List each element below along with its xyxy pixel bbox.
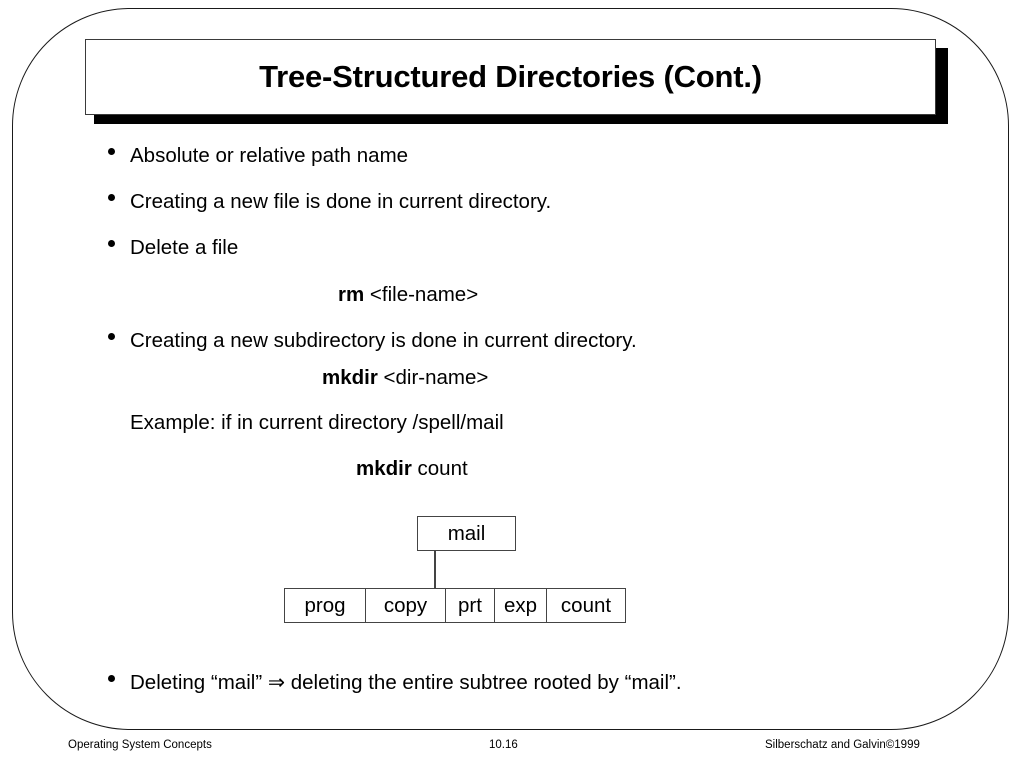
tree-node-prt: prt — [446, 589, 495, 622]
bullet-marker — [108, 240, 115, 247]
bullet-marker — [108, 675, 115, 682]
slide-rounded-frame — [12, 8, 1009, 730]
command-line-rm: rm <file-name> — [338, 283, 479, 306]
bullet-text-absolute-path: Absolute or relative path name — [130, 144, 409, 167]
tree-connector-line — [434, 550, 436, 589]
footer-slide-number: 10.16 — [489, 739, 518, 751]
footer-copyright: Silberschatz and Galvin©1999 — [765, 739, 920, 751]
command-name-rm: rm — [338, 283, 365, 306]
tree-node-label: prt — [458, 593, 482, 617]
command-arg-count: count — [417, 457, 468, 480]
command-line-mkdir: mkdir <dir-name> — [322, 366, 489, 389]
tree-node-mail: mail — [417, 516, 516, 551]
footer-book-title: Operating System Concepts — [68, 739, 212, 751]
tree-node-exp: exp — [495, 589, 547, 622]
bullet-marker — [108, 333, 115, 340]
example-line: Example: if in current directory /spell/… — [130, 411, 504, 434]
bullet-text-delete-file: Delete a file — [130, 236, 239, 259]
command-arg-file-name: <file-name> — [369, 283, 479, 306]
bullet-text-deleting-mail: Deleting “mail” ⇒ deleting the entire su… — [130, 671, 682, 694]
bullet-marker — [108, 194, 115, 201]
tree-node-label: exp — [503, 593, 538, 617]
command-name-mkdir: mkdir — [322, 366, 378, 389]
bullet-marker — [108, 148, 115, 155]
bullet-text-creating-file: Creating a new file is done in current d… — [130, 190, 552, 213]
title-box: Tree-Structured Directories (Cont.) — [85, 39, 936, 115]
tree-node-copy: copy — [366, 589, 446, 622]
command-arg-dir-name: <dir-name> — [383, 366, 489, 389]
bullet-text-creating-subdirectory: Creating a new subdirectory is done in c… — [130, 329, 637, 352]
command-line-mkdir-count: mkdir count — [356, 457, 468, 480]
tree-node-prog: prog — [285, 589, 366, 622]
page-title: Tree-Structured Directories (Cont.) — [259, 59, 762, 94]
command-name-mkdir-2: mkdir — [356, 457, 412, 480]
tree-node-label: count — [560, 593, 612, 617]
tree-child-row: prog copy prt exp count — [284, 588, 626, 623]
tree-node-label: copy — [383, 593, 428, 617]
tree-node-label: prog — [304, 593, 346, 617]
tree-node-count: count — [547, 589, 625, 622]
tree-node-label: mail — [447, 521, 486, 545]
